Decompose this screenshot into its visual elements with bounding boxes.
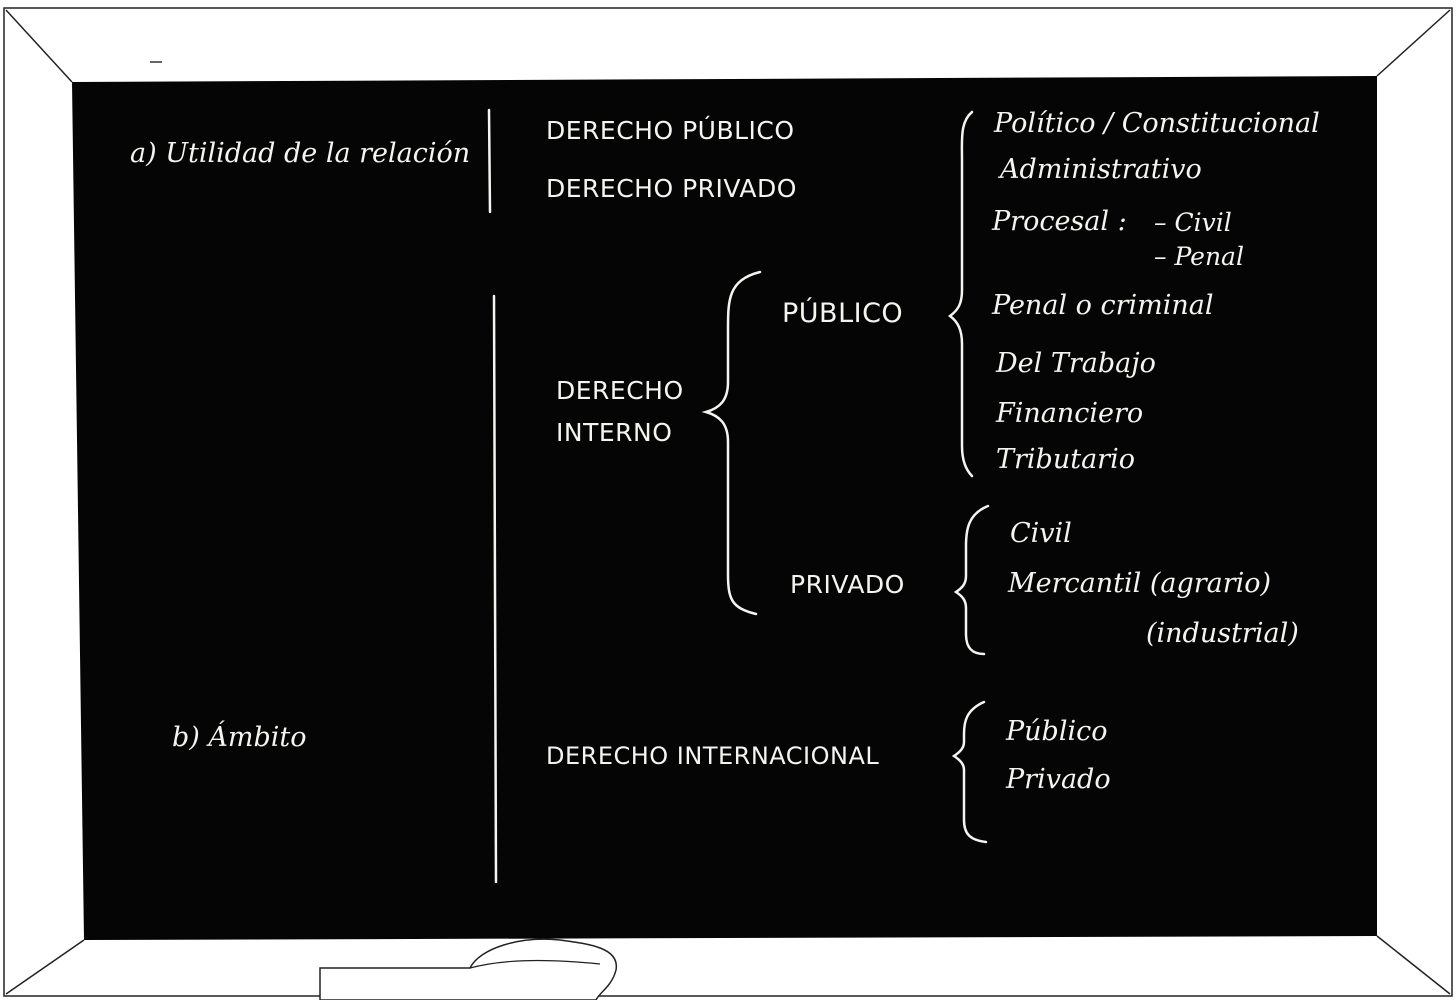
frame-corner-line (1376, 9, 1451, 77)
branch-financiero: Financiero (996, 398, 1144, 429)
brace-publico (947, 110, 974, 478)
brace-interno (701, 270, 762, 616)
board-surface (72, 76, 1377, 940)
divider-line-top (487, 108, 492, 214)
eraser-detail (469, 959, 601, 969)
frame-outline (3, 7, 1453, 997)
branch-del-trabajo: Del Trabajo (996, 348, 1156, 379)
frame-corner-line (5, 939, 85, 995)
branch-internacional-publico: Público (1006, 716, 1108, 747)
branch-procesal-civil: – Civil (1154, 208, 1232, 237)
derecho-publico-label: DERECHO PÚBLICO (546, 116, 795, 145)
derecho-interno-label-line2: INTERNO (556, 418, 673, 447)
brace-internacional (951, 700, 988, 844)
criterion-utilidad: a) Utilidad de la relación (130, 138, 471, 169)
frame-corner-line (1376, 935, 1451, 995)
branch-civil: Civil (1010, 518, 1072, 549)
branch-mercantil-industrial: (industrial) (1146, 618, 1299, 649)
branch-procesal: Procesal : (992, 206, 1127, 237)
frame-corner-line (5, 9, 73, 83)
criterion-ambito: b) Ámbito (172, 722, 307, 753)
branch-mercantil-agrario: Mercantil (agrario) (1008, 568, 1272, 599)
derecho-privado-label: DERECHO PRIVADO (546, 174, 797, 203)
derecho-internacional-label: DERECHO INTERNACIONAL (546, 742, 880, 770)
branch-politico-constitucional: Político / Constitucional (994, 108, 1320, 139)
branch-internacional-privado: Privado (1006, 764, 1111, 795)
brace-privado (953, 504, 990, 656)
interno-publico-label: PÚBLICO (782, 298, 904, 329)
branch-tributario: Tributario (996, 444, 1135, 475)
interno-privado-label: PRIVADO (790, 570, 905, 599)
branch-penal-criminal: Penal o criminal (992, 290, 1214, 321)
eraser-icon (319, 938, 617, 1000)
branch-procesal-penal: – Penal (1154, 242, 1244, 271)
branch-administrativo: Administrativo (1000, 154, 1202, 185)
divider-line-bottom (492, 294, 498, 884)
derecho-interno-label-line1: DERECHO (556, 376, 684, 405)
